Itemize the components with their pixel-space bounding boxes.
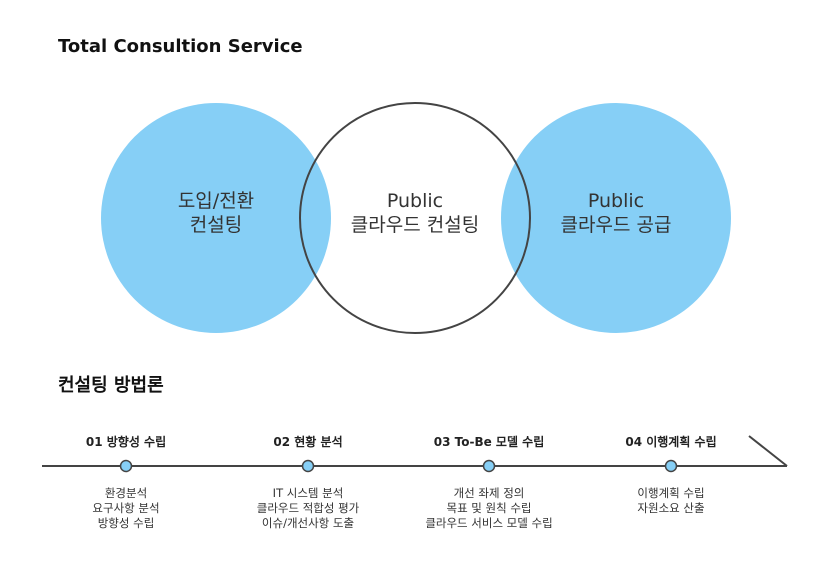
- venn-circle-center: [299, 102, 531, 334]
- venn-circle-right: [501, 103, 731, 333]
- step-4-desc: 이행계획 수립 자원소요 산출: [571, 486, 771, 516]
- step-3-desc-line: 목표 및 원칙 수립: [446, 501, 532, 515]
- step-2-desc-line: 이슈/개선사항 도출: [261, 516, 355, 530]
- venn-label-left-line1: 도입/전환: [177, 190, 255, 212]
- step-1-desc-line: 환경분석: [104, 486, 148, 500]
- timeline-dot-4: [664, 459, 678, 473]
- venn-label-left: 도입/전환 컨설팅: [106, 189, 326, 237]
- step-4-desc-line: 자원소요 산출: [637, 501, 705, 515]
- step-2-desc: IT 시스템 분석 클라우드 적합성 평가 이슈/개선사항 도출: [208, 486, 408, 531]
- page-title: Total Consultion Service: [58, 36, 303, 57]
- step-3-title: 03 To-Be 모델 수립: [433, 435, 545, 449]
- step-3-desc-line: 클라우드 서비스 모델 수립: [425, 516, 553, 530]
- step-2-desc-line: 클라우드 적합성 평가: [256, 501, 360, 515]
- venn-label-left-line2: 컨설팅: [189, 214, 243, 236]
- venn-circle-left: [101, 103, 331, 333]
- step-1-desc-line: 방향성 수립: [97, 516, 155, 530]
- timeline-dot-3: [482, 459, 496, 473]
- step-4-desc-line: 이행계획 수립: [637, 486, 705, 500]
- step-1-title: 01 방향성 수립: [85, 435, 167, 449]
- venn-label-right-line1: Public: [587, 190, 645, 212]
- methodology-title: 컨설팅 방법론: [58, 375, 164, 396]
- step-1-desc: 환경분석 요구사항 분석 방향성 수립: [26, 486, 226, 531]
- venn-label-right: Public 클라우드 공급: [506, 189, 726, 237]
- step-4-title: 04 이행계획 수립: [625, 435, 717, 449]
- venn-label-center-line1: Public: [386, 190, 444, 212]
- timeline-dot-1: [119, 459, 133, 473]
- step-3-desc-line: 개선 좌제 정의: [453, 486, 525, 500]
- venn-label-center: Public 클라우드 컨설팅: [305, 189, 525, 237]
- step-1-desc-line: 요구사항 분석: [92, 501, 160, 515]
- timeline-arrow-head: [748, 435, 788, 467]
- venn-label-right-line2: 클라우드 공급: [560, 214, 672, 236]
- step-2-title: 02 현황 분석: [273, 435, 343, 449]
- step-2-desc-line: IT 시스템 분석: [272, 486, 344, 500]
- timeline-dot-2: [301, 459, 315, 473]
- step-3-desc: 개선 좌제 정의 목표 및 원칙 수립 클라우드 서비스 모델 수립: [389, 486, 589, 531]
- venn-label-center-line2: 클라우드 컨설팅: [350, 214, 480, 236]
